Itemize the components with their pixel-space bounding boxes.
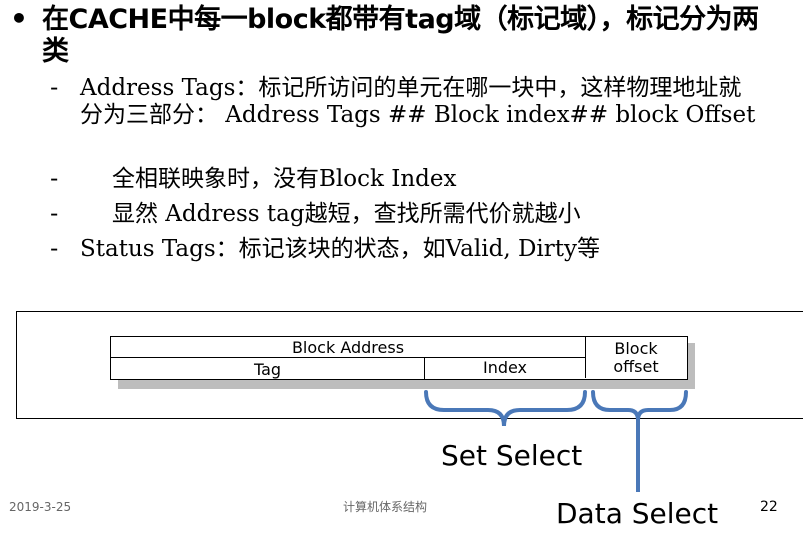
page-number: 22: [760, 499, 778, 515]
address-format-box: Block Address Tag Index Block offset: [110, 336, 688, 380]
sub-bullet-status-tags: Status Tags：标记该块的状态，如Valid, Dirty等: [80, 236, 600, 262]
diagram-frame: [16, 311, 803, 419]
main-bullet-text: 在CACHE中每一block都带有tag域（标记域），标记分为两类: [42, 4, 759, 67]
footer-course-title: 计算机体系结构: [343, 500, 428, 514]
index-field: Index: [482, 358, 528, 377]
sub-bullet-address-tags: Address Tags：标记所访问的单元在哪一块中，这样物理地址就分为三部分：…: [80, 75, 756, 128]
block-offset-line1: Block: [614, 339, 658, 358]
dash-marker: -: [50, 166, 59, 192]
sub-bullet-fully-associative: 全相联映象时，没有Block Index: [112, 166, 457, 192]
tag-field: Tag: [111, 358, 425, 379]
bullet-dot-icon: •: [10, 2, 28, 35]
sub-bullet-shorter-tag: 显然 Address tag越短，查找所需代价就越小: [112, 201, 581, 227]
block-offset-line2: offset: [613, 357, 659, 376]
block-address-label: Block Address: [111, 337, 585, 358]
block-offset-field: Block offset: [585, 337, 686, 378]
footer-date: 2019-3-25: [9, 500, 72, 514]
set-select-label: Set Select: [441, 439, 583, 472]
dash-marker: -: [50, 75, 59, 101]
set-select-bracket: [424, 390, 587, 427]
data-select-bracket: [591, 390, 688, 421]
data-select-label: Data Select: [556, 497, 719, 530]
dash-marker: -: [50, 201, 59, 227]
dash-marker: -: [50, 236, 59, 262]
